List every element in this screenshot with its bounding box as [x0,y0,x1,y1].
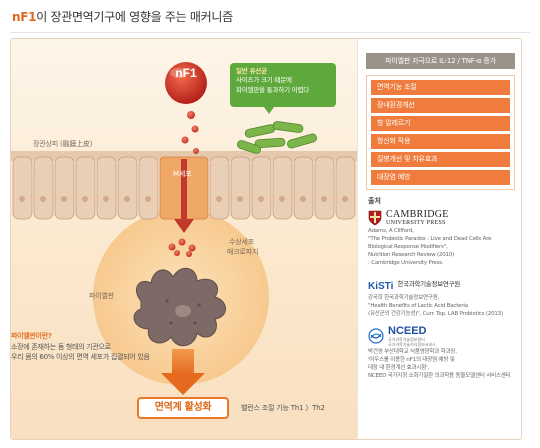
cambridge-name: CAMBRIDGE [386,209,449,220]
immune-activation-box: 면역계 활성화 [137,397,229,419]
nf1-badge-label: nF1 [175,66,197,80]
crest-icon [368,210,382,226]
effects-list: 면역기능 조절 장내환경개선 항 알레르기 항산화 작용 질병개선 및 치유효과… [366,75,515,190]
ref-line: "The Probiotic Paradox : Live and Dead C… [368,235,492,242]
ref-line: 강국희 한국과학기술정보연구원, [368,294,440,301]
ref-line: 대장 내 환경개선 효과시험', [368,365,429,372]
nf1-small-particles [181,111,199,154]
callout-line-1: 사이즈가 크기 때문에 [236,76,292,85]
effect-item: 항산화 작용 [371,134,510,149]
callout-line-2: 파이엘판을 통과하기 어렵다 [236,85,310,94]
callout-title: 일반 유산균 [236,67,267,75]
diagram-area: nF1 일반 유산균 사이즈가 크기 때문에 파이엘판을 통과하기 어렵다 장관… [11,39,357,439]
ref-line: Nutrition Research Review (2010) [368,251,455,258]
diagram-illustration [11,62,357,395]
cambridge-sub: UNIVERSITY PRESS [386,220,446,226]
title-divider [10,32,530,33]
lactobacillus-icon [236,121,317,154]
absorbed-particles [168,238,196,257]
kisti-name: 한국과학기술정보연구원 [397,280,460,289]
nceed-mark: NCEED [388,324,427,337]
ref-line: "Health Benefits of Lactic Acid Bacteria [368,302,468,309]
panel-heading: 파이엘판 자극으로 IL-12 / TNF-α 증가 [366,53,515,69]
mechanism-figure: nF1 일반 유산균 사이즈가 크기 때문에 파이엘판을 통과하기 어렵다 장관… [10,38,522,440]
nf1-particle-icon [165,62,207,104]
source-label: 출처 [368,197,381,205]
macrophage-label-1: 수상세포 [229,238,254,246]
ref-line: '어우스를 이용한 nF1의 대장염 예방 및 [368,357,455,364]
effect-item: 면역기능 조절 [371,80,510,95]
epithelium-cells [11,151,357,220]
effect-item: 질병개선 및 치유효과 [371,152,510,167]
ref-line: NCEED 국가지정 소화기질환 의과학용 동물모델센터 서비스센터 [368,373,511,380]
ref-line: Adams, A Clifford, [368,228,414,234]
page-title: nF1이 장관면역기구에 영향을 주는 매커니즘 [12,8,233,25]
explanation-question: 파이엘판이란? [11,332,52,340]
explanation-line-1: 소장에 존재하는 돔 형태의 기관으로 [11,342,111,351]
effects-panel: 파이엘판 자극으로 IL-12 / TNF-α 증가 면역기능 조절 장내환경개… [357,39,521,439]
m-cell-label: M세포 [173,170,192,178]
effect-item: 대장염 예방 [371,170,510,185]
uptake-arrow [174,159,194,233]
ref-line: (유산균의 건강기능성)", Curr. Top. LAB Probiotics… [368,310,503,317]
nceed-logo-icon [368,328,384,344]
explanation-line-2: 우리 몸의 60% 이상의 면역 세포가 집결되어 있음 [11,353,150,361]
ref-line: : Cambridge University Press. [368,259,444,266]
title-brand: nF1 [12,10,37,24]
kisti-mark: KiSTi [368,280,394,292]
lactobacillus-callout: 일반 유산균 사이즈가 크기 때문에 파이엘판을 통과하기 어렵다 [230,63,336,114]
nceed-sub: 국가과학기술지식정보서비스 [388,341,436,347]
macrophage-label-2: 매크로파지 [227,248,259,256]
effect-item: 장내환경개선 [371,98,510,113]
title-text: 이 장관면역기구에 영향을 주는 매커니즘 [36,10,233,24]
peyer-patch-label: 파이엘판 [89,292,114,300]
cambridge-logo: CAMBRIDGE UNIVERSITY PRESS [368,210,513,226]
epithelium-label: 장관상피 (融膜上皮) [33,140,93,148]
kisti-reference: 강국희 한국과학기술정보연구원, "Health Benefits of Lac… [368,295,513,319]
peyer-patch-explanation: 파이엘판이란? 소장에 존재하는 돔 형태의 기관으로 우리 몸의 60% 이상… [11,331,181,363]
cambridge-reference: Adams, A Clifford, "The Probiotic Parado… [368,228,513,268]
nceed-sub: 국가과학기술정보센터 [388,336,425,342]
kisti-logo: KiSTi 한국과학기술정보연구원 [368,274,513,293]
ref-line: 박건영 부산대학교 식품영양학과 학과장, [368,349,457,356]
balance-label: 밸런스 조절 기능 Th1 〉Th2 [241,404,325,412]
kisti-logo-icon: KiSTi [368,274,393,293]
macrophage-icon [133,267,226,347]
effect-item: 항 알레르기 [371,116,510,131]
nceed-logo: NCEED 국가과학기술정보센터 국가과학기술지식정보서비스 [368,325,513,347]
activation-arrow [161,349,205,395]
nceed-reference: 박건영 부산대학교 식품영양학과 학과장, '어우스를 이용한 nF1의 대장염… [368,349,513,381]
ref-line: Biological Response Modifiers", [368,243,448,250]
